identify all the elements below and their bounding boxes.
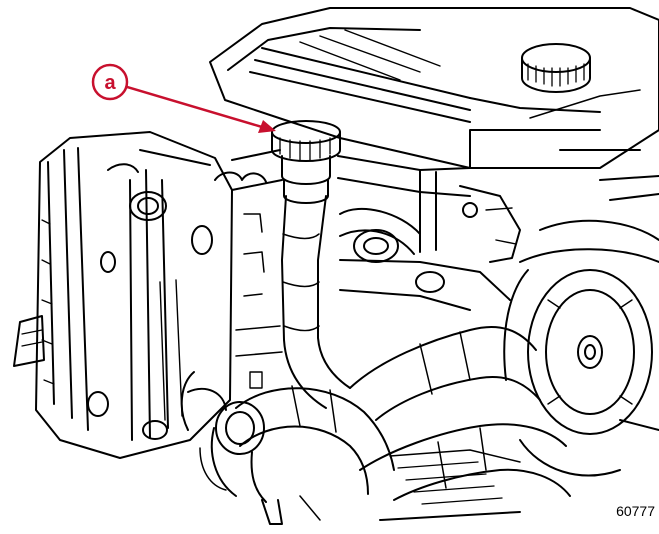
oil-fill-cap <box>521 43 591 93</box>
coolant-fill-cap <box>271 120 341 204</box>
engine-cover <box>209 7 659 169</box>
callout-a: a <box>91 63 276 133</box>
oil-pan <box>379 449 521 521</box>
callout-letter: a <box>104 72 116 94</box>
coolant-hose <box>281 195 351 409</box>
lower-housing <box>519 175 659 431</box>
engine-block <box>214 149 521 389</box>
callout-circle <box>91 63 129 101</box>
drain-fitting <box>261 495 321 525</box>
callout-leader-line <box>126 85 263 129</box>
figure-number: 60777 <box>616 503 655 519</box>
heat-exchanger <box>13 131 233 459</box>
callout-arrowhead <box>258 120 276 133</box>
pulley <box>503 269 653 477</box>
exhaust-hoses <box>180 325 571 503</box>
